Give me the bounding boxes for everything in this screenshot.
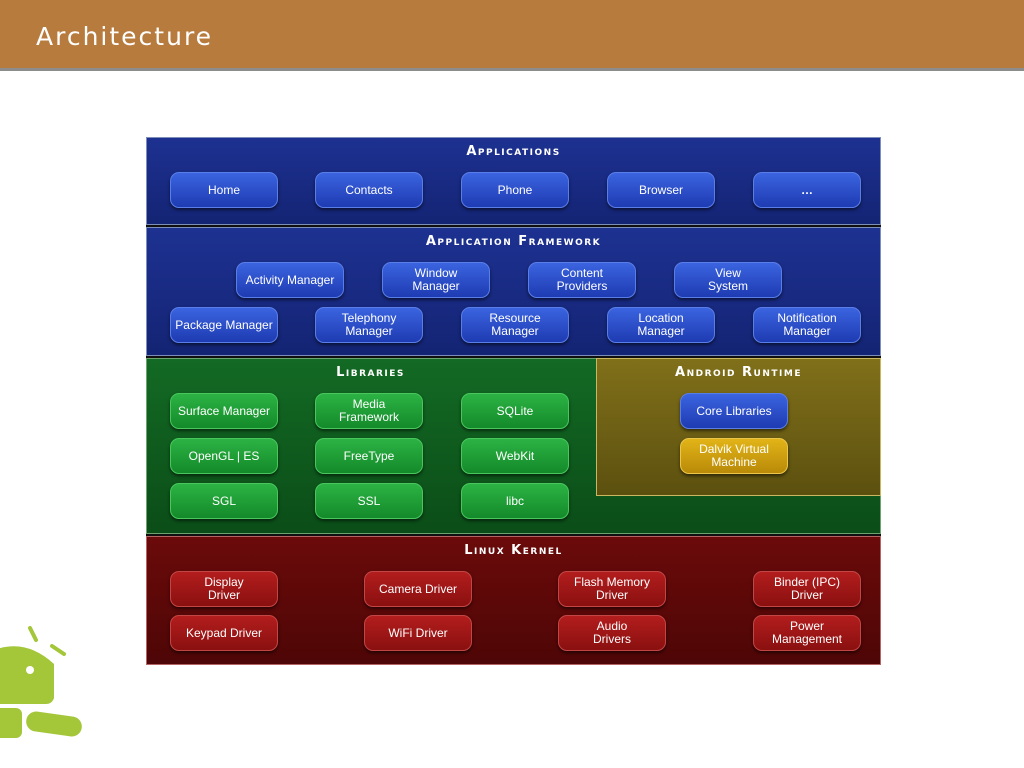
keypad-driver: Keypad Driver (170, 615, 278, 651)
app-more: … (753, 172, 861, 208)
layer-title: Application Framework (425, 234, 602, 249)
sgl: SGL (170, 483, 278, 519)
core-libraries: Core Libraries (680, 393, 788, 429)
content-providers: Content Providers (528, 262, 636, 298)
app-home: Home (170, 172, 278, 208)
display-driver: Display Driver (170, 571, 278, 607)
binder-ipc-driver: Binder (IPC) Driver (753, 571, 861, 607)
app-browser: Browser (607, 172, 715, 208)
sqlite: SQLite (461, 393, 569, 429)
window-manager: Window Manager (382, 262, 490, 298)
package-manager: Package Manager (170, 307, 278, 343)
view-system: View System (674, 262, 782, 298)
notification-manager: Notification Manager (753, 307, 861, 343)
surface-manager: Surface Manager (170, 393, 278, 429)
activity-manager: Activity Manager (236, 262, 344, 298)
slide-title: Architecture (36, 22, 214, 51)
audio-drivers: Audio Drivers (558, 615, 666, 651)
android-runtime-layer: Android Runtime Core Libraries Dalvik Vi… (596, 358, 881, 496)
linux-kernel-layer: Linux Kernel Display Driver Camera Drive… (146, 536, 881, 665)
location-manager: Location Manager (607, 307, 715, 343)
layer-title: Android Runtime (675, 365, 802, 380)
layer-title: Applications (466, 144, 561, 159)
camera-driver: Camera Driver (364, 571, 472, 607)
application-framework-layer: Application Framework Activity Manager W… (146, 227, 881, 356)
webkit: WebKit (461, 438, 569, 474)
media-framework: Media Framework (315, 393, 423, 429)
telephony-manager: Telephony Manager (315, 307, 423, 343)
flash-memory-driver: Flash Memory Driver (558, 571, 666, 607)
architecture-diagram: Applications Home Contacts Phone Browser… (146, 137, 881, 665)
layer-title: Libraries (336, 365, 405, 380)
layer-title: Linux Kernel (464, 543, 563, 558)
power-management: Power Management (753, 615, 861, 651)
dalvik-virtual-machine: Dalvik Virtual Machine (680, 438, 788, 474)
freetype: FreeType (315, 438, 423, 474)
ssl: SSL (315, 483, 423, 519)
libc: libc (461, 483, 569, 519)
resource-manager: Resource Manager (461, 307, 569, 343)
applications-layer: Applications Home Contacts Phone Browser… (146, 137, 881, 225)
title-bar: Architecture (0, 0, 1024, 71)
opengl-es: OpenGL | ES (170, 438, 278, 474)
android-robot-icon (0, 626, 82, 738)
wifi-driver: WiFi Driver (364, 615, 472, 651)
app-contacts: Contacts (315, 172, 423, 208)
app-phone: Phone (461, 172, 569, 208)
